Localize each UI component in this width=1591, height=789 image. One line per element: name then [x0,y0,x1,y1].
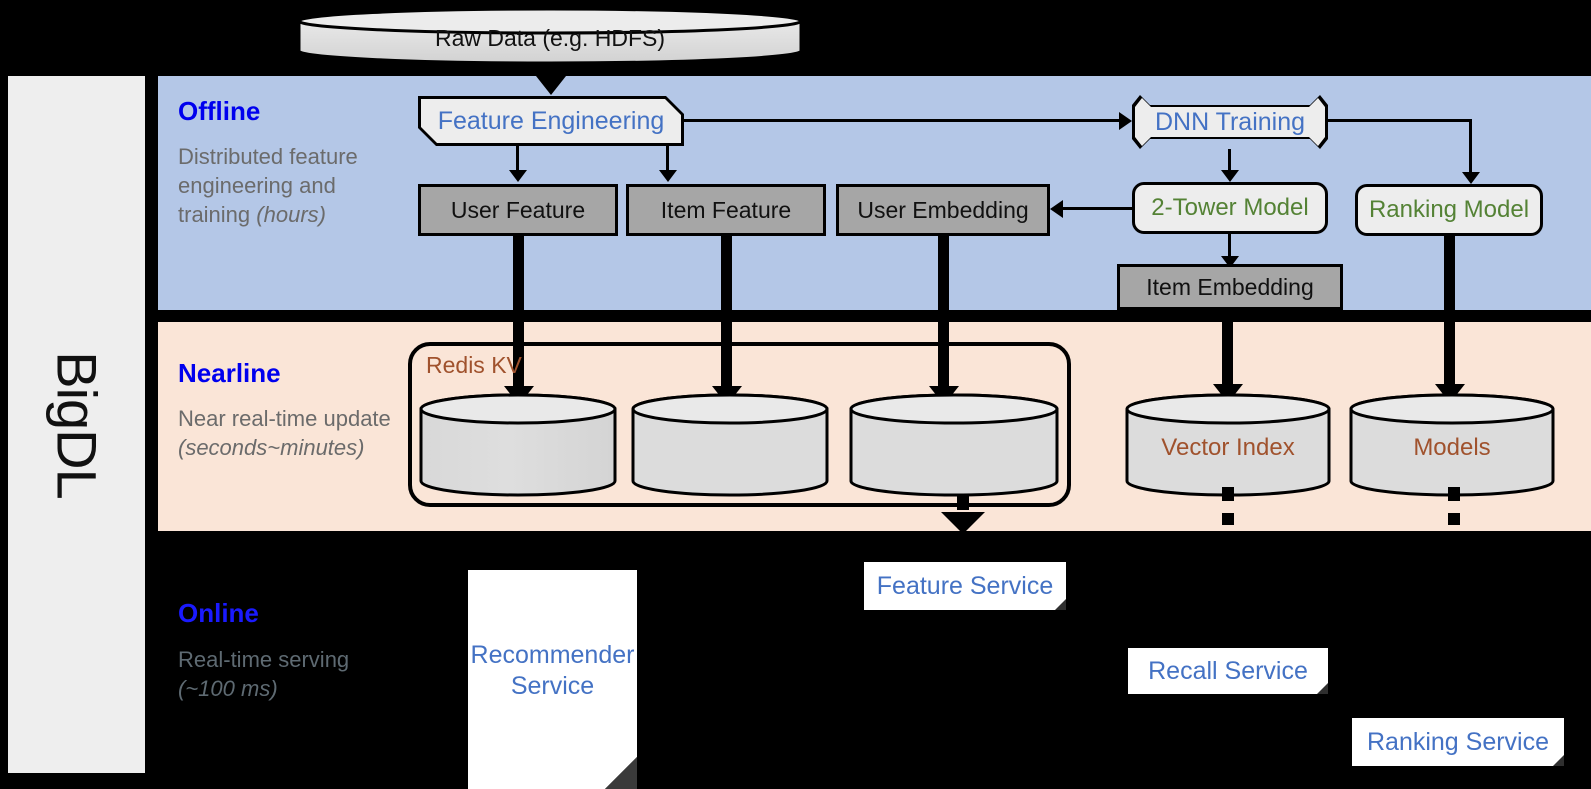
connector-rawdata-fe [548,63,557,79]
user-feature-node[interactable]: User Feature [418,184,618,236]
dnn-training-label: DNN Training [1135,98,1325,146]
offline-desc-text: Distributed feature engineering and trai… [178,144,358,228]
arrowhead-dnn-twotower [1221,170,1239,182]
feature-engineering-node[interactable]: Feature Engineering [418,96,684,146]
offline-title: Offline [178,96,261,126]
ranking-service-label: Ranking Service [1366,727,1550,756]
pipe-ranking-models [1444,236,1455,389]
connector-fe-userfeature [516,146,519,173]
recommender-service-label: Recommender Service [468,640,637,703]
raw-data-cylinder: Raw Data (e.g. HDFS) [296,6,804,66]
stub-vectorindex-2 [1222,513,1234,525]
nearline-desc-text: Near real-time update [178,406,391,431]
ranking-model-label: Ranking Model [1368,196,1530,224]
item-feature-label: Item Feature [660,196,792,223]
recommender-service-node[interactable] [468,570,637,789]
online-desc-text: Real-time serving [178,647,350,672]
nearline-desc-italic: (seconds~minutes) [178,435,365,461]
fold-corner-icon [1055,599,1066,610]
connector-dnn-ranking-h [1328,119,1472,122]
redis-cylinder-2 [630,392,830,498]
stub-redis-featureservice [957,496,969,510]
arrowhead-redis-featureservice [941,512,985,534]
arrowhead-dnn-ranking [1462,172,1480,184]
redis-cylinder-1 [418,392,618,498]
online-description: Real-time serving (~100 ms) [178,645,408,703]
pipe-userembedding-redis [938,236,949,391]
redis-cylinder-3 [848,392,1060,498]
pipe-userfeature-redis [513,236,524,391]
connector-dnn-ranking-v [1469,119,1472,174]
arrowhead-fe-dnn [1119,112,1132,130]
recall-service-label: Recall Service [1148,656,1308,685]
feature-service-node[interactable]: Feature Service [864,562,1066,610]
user-embedding-node[interactable]: User Embedding [836,184,1050,236]
vector-index-cylinder[interactable]: Vector Index [1124,392,1332,498]
ranking-service-node[interactable]: Ranking Service [1352,718,1564,766]
redis-kv-container [408,342,1071,507]
feature-service-label: Feature Service [876,571,1054,600]
item-feature-node[interactable]: Item Feature [626,184,826,236]
recommender-service-fold-icon [605,757,637,789]
models-cylinder[interactable]: Models [1348,392,1556,498]
arrowhead-rawdata-fe [536,76,566,95]
two-tower-model-label: 2-Tower Model [1151,194,1309,222]
pipe-itememb-vectorindex [1222,310,1233,389]
pipe-itemfeature-redis [721,236,732,391]
arrowhead-twotower-userembedding [1050,200,1063,218]
connector-fe-dnn [684,119,1119,122]
nearline-description: Near real-time update (seconds~minutes) [178,404,408,462]
arrowhead-fe-itemfeature [659,170,677,182]
redis-kv-label: Redis KV [426,352,522,378]
nearline-title: Nearline [178,358,281,388]
fold-corner-icon [1317,683,1328,694]
connector-twotower-itememb [1228,234,1231,259]
feature-engineering-label: Feature Engineering [421,99,681,143]
item-embedding-node[interactable]: Item Embedding [1117,264,1343,310]
bigdl-sidebar: BigDL [8,76,145,773]
ranking-model-node[interactable]: Ranking Model [1355,184,1543,236]
connector-dnn-twotower [1228,149,1231,173]
fold-corner-icon [1553,755,1564,766]
bigdl-label: BigDL [45,350,108,499]
item-embedding-label: Item Embedding [1146,273,1314,300]
stub-models-1 [1448,487,1460,501]
user-feature-label: User Feature [450,196,586,223]
user-embedding-label: User Embedding [857,196,1029,223]
stub-models-2 [1448,513,1460,525]
offline-desc-italic: (hours) [256,202,326,228]
two-tower-model-node[interactable]: 2-Tower Model [1132,182,1328,234]
stub-vectorindex-1 [1222,487,1234,501]
online-title: Online [178,598,259,628]
connector-fe-itemfeature [666,146,669,173]
offline-description: Distributed feature engineering and trai… [178,142,408,229]
recommender-service-line2: Service [510,672,595,701]
recall-service-node[interactable]: Recall Service [1128,648,1328,694]
recommender-service-line1: Recommender [470,641,635,669]
online-desc-italic: (~100 ms) [178,676,278,702]
arrowhead-fe-userfeature [509,170,527,182]
connector-twotower-userembedding [1063,207,1133,210]
